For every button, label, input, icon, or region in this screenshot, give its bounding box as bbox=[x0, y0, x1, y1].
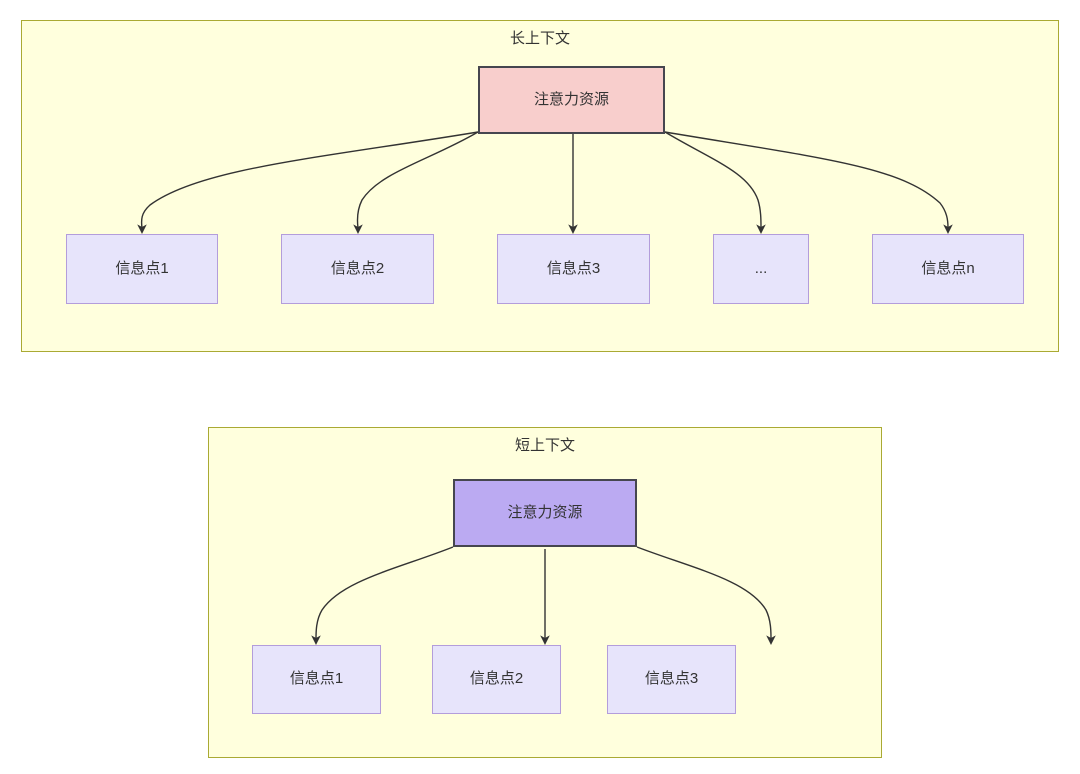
node-info-point-long-3[interactable]: 信息点3 bbox=[497, 234, 650, 304]
node-label: 信息点1 bbox=[289, 670, 344, 688]
node-info-point-long-n[interactable]: 信息点n bbox=[872, 234, 1024, 304]
node-info-point-long-2[interactable]: 信息点2 bbox=[281, 234, 434, 304]
node-info-point-short-1[interactable]: 信息点1 bbox=[252, 645, 381, 714]
node-label: 信息点3 bbox=[644, 670, 699, 688]
node-label: 信息点n bbox=[921, 259, 975, 277]
node-attention-resource-short[interactable]: 注意力资源 bbox=[453, 479, 637, 547]
node-label: 信息点2 bbox=[469, 670, 524, 688]
node-label: 注意力资源 bbox=[533, 90, 609, 108]
node-info-point-short-3[interactable]: 信息点3 bbox=[607, 645, 736, 714]
node-info-point-long-ellipsis[interactable]: ... bbox=[713, 234, 809, 304]
node-label: 信息点2 bbox=[330, 259, 385, 277]
node-info-point-long-1[interactable]: 信息点1 bbox=[66, 234, 218, 304]
node-info-point-short-2[interactable]: 信息点2 bbox=[432, 645, 561, 714]
node-label: ... bbox=[754, 259, 768, 277]
node-attention-resource-long[interactable]: 注意力资源 bbox=[478, 66, 665, 134]
node-label: 注意力资源 bbox=[507, 503, 583, 521]
node-label: 信息点1 bbox=[115, 259, 169, 277]
group-short-context-title: 短上下文 bbox=[514, 437, 575, 454]
group-long-context-title: 长上下文 bbox=[509, 30, 570, 47]
node-label: 信息点3 bbox=[546, 259, 601, 277]
